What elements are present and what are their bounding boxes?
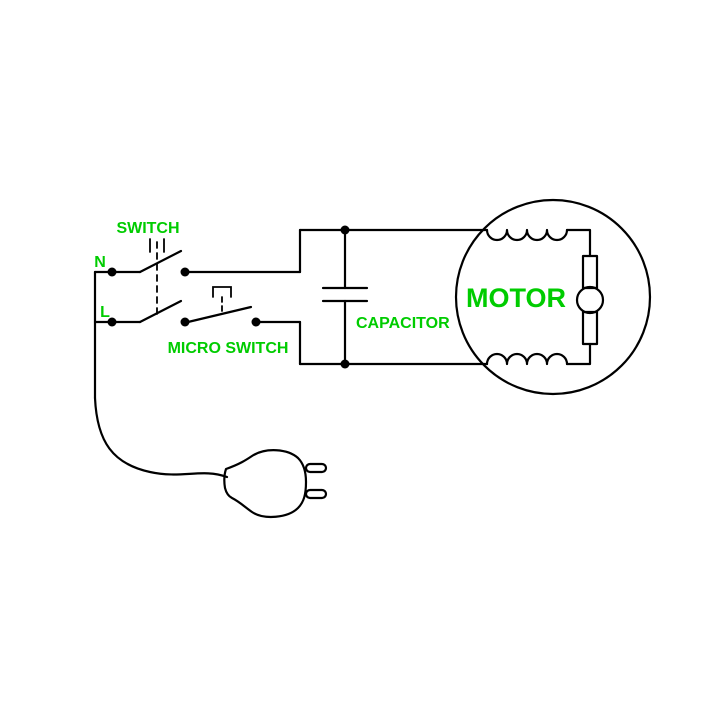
cord-curve xyxy=(93,396,229,479)
junction-switch-pole1-contact xyxy=(180,267,190,277)
terminal-n-label: N xyxy=(94,254,106,271)
junction-dots xyxy=(107,225,350,369)
junction-micro-switch-contact xyxy=(251,317,261,327)
plug-body-icon xyxy=(223,449,308,518)
wires xyxy=(93,198,652,518)
motor-top-wire xyxy=(565,228,592,258)
motor-field-winding-bottom-icon xyxy=(485,352,569,366)
junction-terminal-l xyxy=(107,317,117,327)
motor-label: MOTOR xyxy=(466,283,566,313)
switch-linkages xyxy=(149,238,232,315)
micro-switch-blade-icon xyxy=(186,305,253,324)
labels: SWITCH N L MICRO SWITCH CAPACITOR MOTOR xyxy=(94,220,566,357)
motor-brush-top-icon xyxy=(581,254,599,290)
motor-armature-icon xyxy=(575,285,605,315)
motor-field-winding-top-icon xyxy=(485,228,569,242)
micro-switch-label: MICRO SWITCH xyxy=(168,340,289,357)
junction-terminal-n xyxy=(107,267,117,277)
motor-bottom-wire xyxy=(565,342,592,366)
switch-pole2-blade-icon xyxy=(138,299,183,324)
motor-brush-bottom-icon xyxy=(581,310,599,346)
micro-switch-actuator-icon xyxy=(212,286,232,298)
capacitor-label: CAPACITOR xyxy=(356,315,450,332)
motor-body-icon xyxy=(454,198,652,396)
switch-pole1-blade-icon xyxy=(138,249,183,274)
plug-pin-top-icon xyxy=(304,462,328,474)
junction-capacitor-bottom xyxy=(340,359,350,369)
junction-switch-pole2-contact xyxy=(180,317,190,327)
terminal-l-label: L xyxy=(100,304,110,321)
switch-label: SWITCH xyxy=(116,220,179,237)
plug-pin-bottom-icon xyxy=(304,488,328,500)
junction-capacitor-top xyxy=(340,225,350,235)
